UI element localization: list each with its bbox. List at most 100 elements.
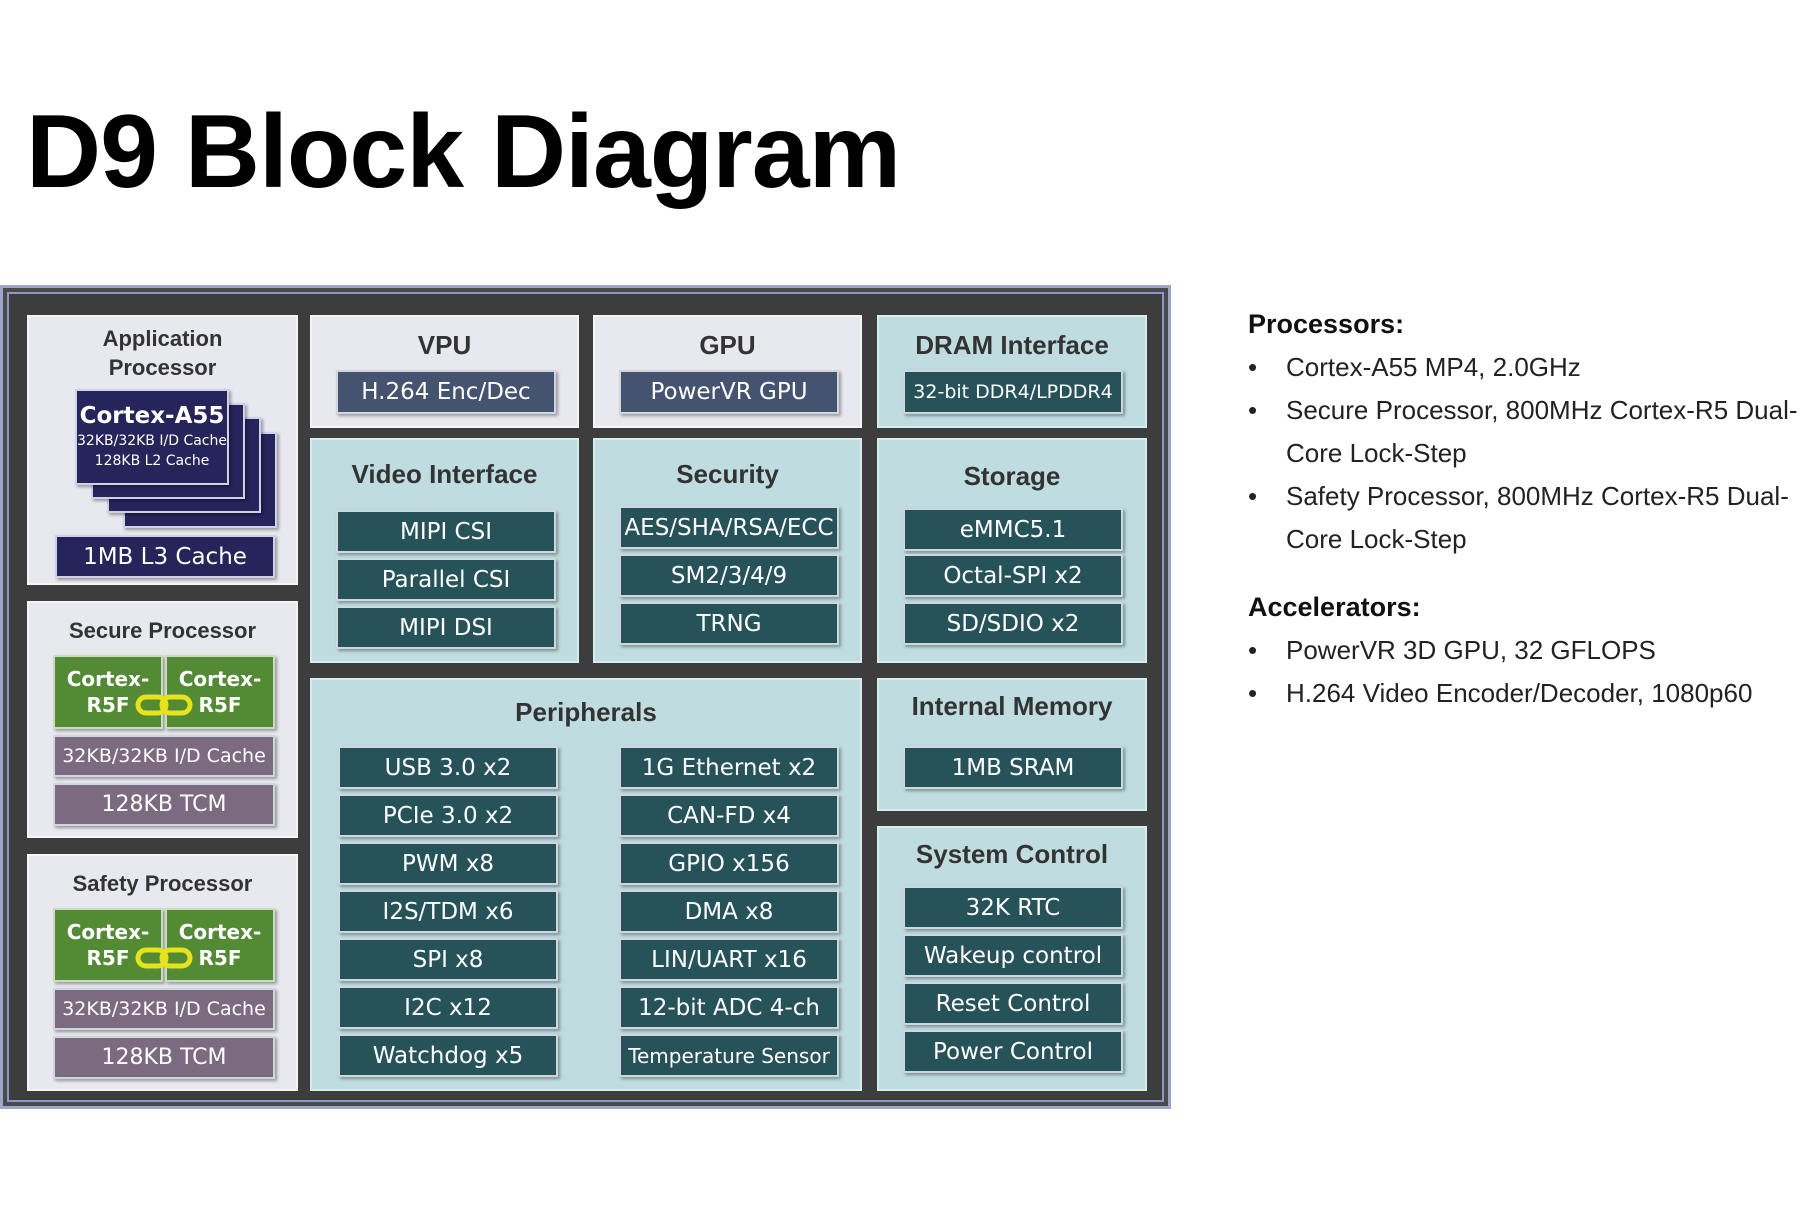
accelerator-note: PowerVR 3D GPU, 32 GFLOPS <box>1286 634 1656 665</box>
dram-interface-panel: DRAM Interface 32-bit DDR4/LPDDR4 <box>877 315 1147 428</box>
peripheral-item: CAN-FD x4 <box>619 794 839 837</box>
lockstep-link-icon <box>135 947 193 969</box>
security-panel: Security AES/SHA/RSA/ECC SM2/3/4/9 TRNG <box>593 438 862 663</box>
secure-core-a: Cortex- R5F <box>53 655 163 729</box>
system-control-title: System Control <box>915 839 1109 869</box>
page-title: D9 Block Diagram <box>26 94 901 210</box>
secure-processor-title: Secure Processor <box>68 618 257 643</box>
dram-interface-title: DRAM Interface <box>915 330 1109 360</box>
vpu-panel: VPU H.264 Enc/Dec <box>310 315 579 428</box>
safety-core-a: Cortex- R5F <box>53 908 163 982</box>
security-item: AES/SHA/RSA/ECC <box>619 506 839 549</box>
safety-core-b: Cortex- R5F <box>165 908 275 982</box>
block-diagram-frame: Application Processor Cortex-A55 32KB/32… <box>0 285 1171 1109</box>
bullet-icon: • <box>1248 480 1258 511</box>
processors-heading: Processors: <box>1248 309 1405 339</box>
internal-memory-title: Internal Memory <box>911 691 1113 721</box>
processors-list: • Cortex-A55 MP4, 2.0GHz • Secure Processo… <box>1248 346 1800 561</box>
video-interface-item: Parallel CSI <box>336 558 556 601</box>
safety-core-b-line2: R5F <box>198 946 242 970</box>
cortex-a55-core: Cortex-A55 32KB/32KB I/D Cache 128KB L2 … <box>75 389 229 485</box>
bullet-icon: • <box>1248 394 1258 425</box>
gpu-title: GPU <box>699 330 756 360</box>
bullet-icon: • <box>1248 351 1258 382</box>
safety-cache: 32KB/32KB I/D Cache <box>53 988 275 1030</box>
security-item: TRNG <box>619 602 839 645</box>
vpu-h264: H.264 Enc/Dec <box>336 370 556 414</box>
peripheral-item: USB 3.0 x2 <box>338 746 558 789</box>
peripheral-item: PCIe 3.0 x2 <box>338 794 558 837</box>
lockstep-link-icon <box>135 694 193 716</box>
peripheral-item: LIN/UART x16 <box>619 938 839 981</box>
storage-item: Octal-SPI x2 <box>903 554 1123 597</box>
cortex-a55-cache-l1: 32KB/32KB I/D Cache <box>77 433 227 450</box>
l3-cache: 1MB L3 Cache <box>55 535 275 578</box>
list-item: • Safety Processor, 800MHz Cortex-R5 Dual… <box>1248 475 1800 561</box>
peripheral-item: GPIO x156 <box>619 842 839 885</box>
peripheral-item: Temperature Sensor <box>619 1034 839 1077</box>
video-interface-title: Video Interface <box>351 459 538 489</box>
safety-processor-title: Safety Processor <box>72 871 253 896</box>
secure-tcm: 128KB TCM <box>53 783 275 826</box>
system-control-panel: System Control 32K RTC Wakeup control Re… <box>877 826 1147 1091</box>
peripheral-item: PWM x8 <box>338 842 558 885</box>
secure-cache: 32KB/32KB I/D Cache <box>53 735 275 777</box>
peripherals-panel: Peripherals USB 3.0 x2 PCIe 3.0 x2 PWM x… <box>310 678 862 1091</box>
storage-item: SD/SDIO x2 <box>903 602 1123 645</box>
feature-notes: Processors: • Cortex-A55 MP4, 2.0GHz • Sec… <box>1248 306 1800 715</box>
secure-core-b: Cortex- R5F <box>165 655 275 729</box>
bullet-icon: • <box>1248 634 1258 665</box>
peripheral-item: SPI x8 <box>338 938 558 981</box>
secure-core-a-line1: Cortex- <box>66 667 150 691</box>
internal-memory-panel: Internal Memory 1MB SRAM <box>877 678 1147 811</box>
peripheral-item: I2S/TDM x6 <box>338 890 558 933</box>
storage-item: eMMC5.1 <box>903 508 1123 551</box>
processor-note: Cortex-A55 MP4, 2.0GHz <box>1286 351 1581 382</box>
system-control-item: Reset Control <box>903 982 1123 1025</box>
system-control-item: 32K RTC <box>903 886 1123 929</box>
video-interface-item: MIPI CSI <box>336 510 556 553</box>
peripheral-item: Watchdog x5 <box>338 1034 558 1077</box>
secure-processor-panel: Secure Processor Cortex- R5F Cortex- R5F… <box>27 601 298 838</box>
safety-processor-panel: Safety Processor Cortex- R5F Cortex- R5F… <box>27 854 298 1091</box>
storage-panel: Storage eMMC5.1 Octal-SPI x2 SD/SDIO x2 <box>877 438 1147 663</box>
processor-note: Secure Processor, 800MHz Cortex-R5 Dual-… <box>1286 394 1798 468</box>
peripheral-item: DMA x8 <box>619 890 839 933</box>
safety-core-a-line1: Cortex- <box>66 920 150 944</box>
application-processor-panel: Application Processor Cortex-A55 32KB/32… <box>27 315 298 585</box>
internal-memory-sram: 1MB SRAM <box>903 746 1123 789</box>
system-control-item: Power Control <box>903 1030 1123 1073</box>
cortex-a55-cache-l2: 128KB L2 Cache <box>94 452 210 469</box>
gpu-powervr: PowerVR GPU <box>619 370 839 414</box>
peripherals-title: Peripherals <box>515 697 657 727</box>
accelerators-heading: Accelerators: <box>1248 591 1421 622</box>
secure-core-a-line2: R5F <box>86 693 130 717</box>
secure-core-b-line2: R5F <box>198 693 242 717</box>
storage-title: Storage <box>963 461 1061 491</box>
video-interface-panel: Video Interface MIPI CSI Parallel CSI MI… <box>310 438 579 663</box>
peripheral-item: I2C x12 <box>338 986 558 1029</box>
gpu-panel: GPU PowerVR GPU <box>593 315 862 428</box>
peripheral-item: 12-bit ADC 4-ch <box>619 986 839 1029</box>
security-title: Security <box>676 459 779 489</box>
list-item: • H.264 Video Encoder/Decoder, 1080p60 <box>1248 672 1800 715</box>
application-processor-title: Application Processor <box>102 326 223 380</box>
peripheral-item: 1G Ethernet x2 <box>619 746 839 789</box>
safety-core-b-line1: Cortex- <box>178 920 262 944</box>
security-item: SM2/3/4/9 <box>619 554 839 597</box>
list-item: • Secure Processor, 800MHz Cortex-R5 Dual… <box>1248 389 1800 475</box>
bullet-icon: • <box>1248 677 1258 708</box>
list-item: • Cortex-A55 MP4, 2.0GHz <box>1248 346 1800 389</box>
vpu-title: VPU <box>417 330 472 360</box>
list-item: • PowerVR 3D GPU, 32 GFLOPS <box>1248 629 1800 672</box>
system-control-item: Wakeup control <box>903 934 1123 977</box>
secure-core-b-line1: Cortex- <box>178 667 262 691</box>
video-interface-item: MIPI DSI <box>336 606 556 649</box>
accelerator-note: H.264 Video Encoder/Decoder, 1080p60 <box>1286 677 1753 708</box>
safety-tcm: 128KB TCM <box>53 1036 275 1079</box>
cortex-a55-label: Cortex-A55 <box>79 403 225 430</box>
processor-note: Safety Processor, 800MHz Cortex-R5 Dual-… <box>1286 480 1789 554</box>
safety-core-a-line2: R5F <box>86 946 130 970</box>
accelerators-list: • PowerVR 3D GPU, 32 GFLOPS • H.264 Video … <box>1248 629 1800 715</box>
dram-ddr4: 32-bit DDR4/LPDDR4 <box>903 370 1123 414</box>
